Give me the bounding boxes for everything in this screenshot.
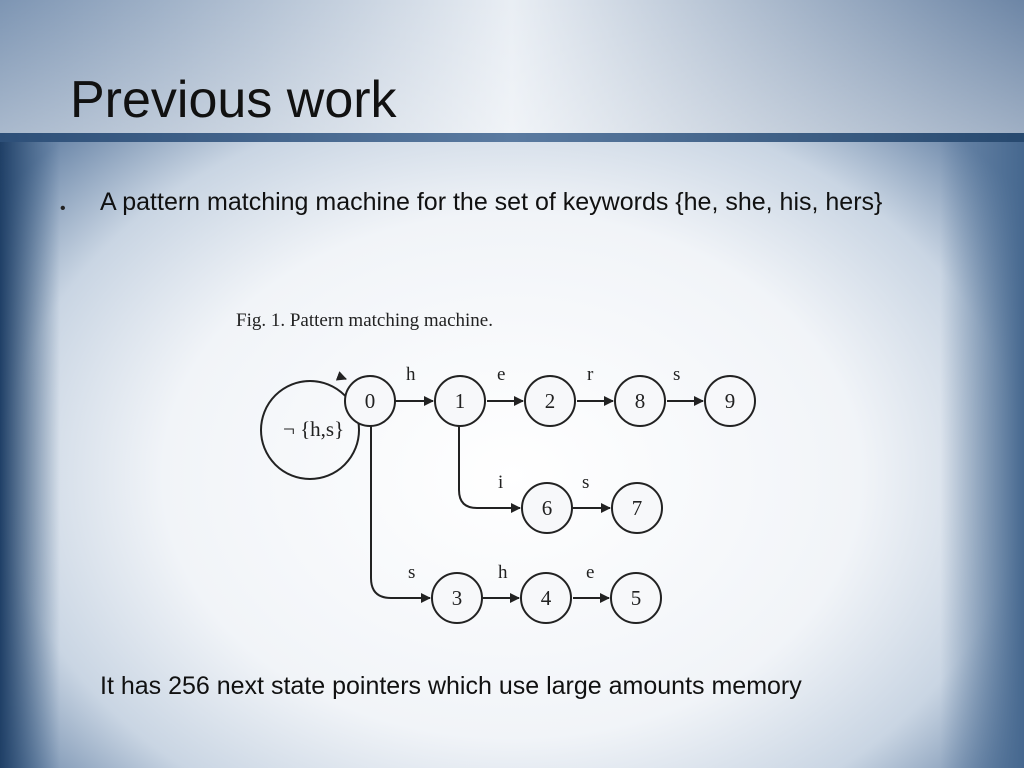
state-label: 3: [452, 586, 463, 610]
state-label: 4: [541, 586, 552, 610]
state-node-9: [704, 375, 756, 427]
state-node-8: [614, 375, 666, 427]
state-label: 5: [631, 586, 642, 610]
edge-label: s: [582, 472, 589, 493]
footer-note: It has 256 next state pointers which use…: [100, 672, 802, 700]
state-node-7: [611, 482, 663, 534]
self-loop-circle: [260, 380, 360, 480]
self-loop-arrow: [335, 371, 347, 381]
state-label: 1: [455, 389, 466, 413]
state-node-1: [434, 375, 486, 427]
edge-label: s: [408, 562, 415, 583]
state-node-4: [520, 572, 572, 624]
state-node-3: [431, 572, 483, 624]
edge-0-3: [370, 426, 431, 603]
edge-label: h: [406, 364, 416, 385]
edge-label: r: [587, 364, 594, 385]
state-node-6: [521, 482, 573, 534]
state-node-0: [344, 375, 396, 427]
pattern-matching-diagram: Fig. 1. Pattern matching machine. ¬ {h,s…: [236, 310, 756, 624]
bullet-marker: •: [60, 200, 66, 217]
edge-label: s: [673, 364, 680, 385]
state-label: 7: [632, 496, 643, 520]
state-label: 9: [725, 389, 736, 413]
state-label: 0: [365, 389, 376, 413]
state-label: 6: [542, 496, 553, 520]
edge-label: h: [498, 562, 508, 583]
slide-title: Previous work: [70, 71, 397, 129]
edge-label: e: [586, 562, 594, 583]
edge-label: e: [497, 364, 505, 385]
state-label: 8: [635, 389, 646, 413]
self-loop-label: ¬ {h,s}: [283, 417, 344, 441]
figure-caption: Fig. 1. Pattern matching machine.: [236, 310, 493, 331]
state-node-2: [524, 375, 576, 427]
state-label: 2: [545, 389, 556, 413]
state-node-5: [610, 572, 662, 624]
edge-label: i: [498, 472, 503, 493]
edge-1-6: [458, 426, 521, 513]
bullet-text: A pattern matching machine for the set o…: [100, 188, 883, 216]
